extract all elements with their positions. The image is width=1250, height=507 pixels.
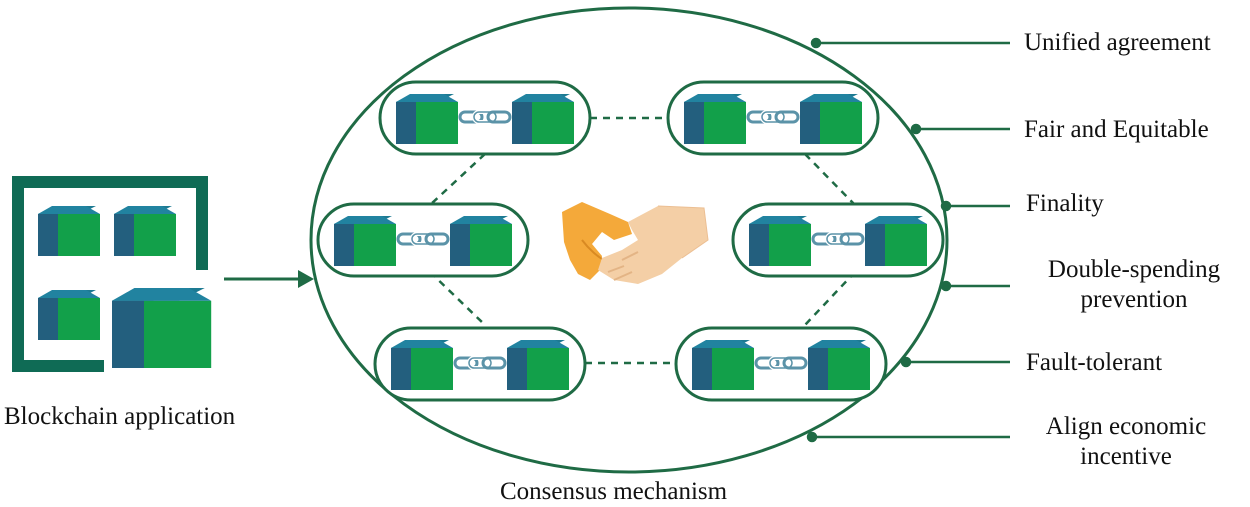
property-align-economic-incentive: Align economic incentive	[1024, 412, 1228, 472]
property-double-spending-line2: prevention	[1080, 286, 1188, 313]
app-block-icon	[38, 290, 100, 340]
app-block-icon	[38, 206, 100, 256]
property-fault-tolerant: Fault-tolerant	[1026, 349, 1163, 376]
property-double-spending: Double-spending prevention	[1028, 255, 1240, 315]
blockchain-application-caption: Blockchain application	[4, 403, 236, 430]
blockchain-node-top-left	[380, 82, 590, 154]
arrow-to-consensus	[224, 270, 314, 288]
property-unified-agreement: Unified agreement	[1024, 29, 1211, 56]
property-double-spending-line1: Double-spending	[1047, 256, 1221, 283]
app-block-large-icon	[112, 288, 212, 368]
consensus-ellipse	[309, 6, 949, 474]
blockchain-node-mid-left	[318, 204, 528, 276]
handshake-icon	[562, 202, 709, 284]
blockchain-node-top-right	[668, 82, 878, 154]
property-finality: Finality	[1026, 190, 1104, 217]
blockchain-node-bottom-left	[375, 328, 585, 400]
consensus-mechanism-caption: Consensus mechanism	[500, 478, 728, 505]
property-align-line2: incentive	[1080, 443, 1172, 470]
property-fair-equitable: Fair and Equitable	[1024, 116, 1209, 143]
app-block-icon	[114, 206, 176, 256]
property-align-line1: Align economic	[1045, 413, 1207, 440]
blockchain-node-mid-right	[733, 204, 943, 276]
node-connections	[429, 116, 856, 365]
blockchain-node-bottom-right	[676, 328, 886, 400]
blockchain-application-icon	[12, 176, 212, 372]
property-connectors	[806, 37, 1010, 443]
